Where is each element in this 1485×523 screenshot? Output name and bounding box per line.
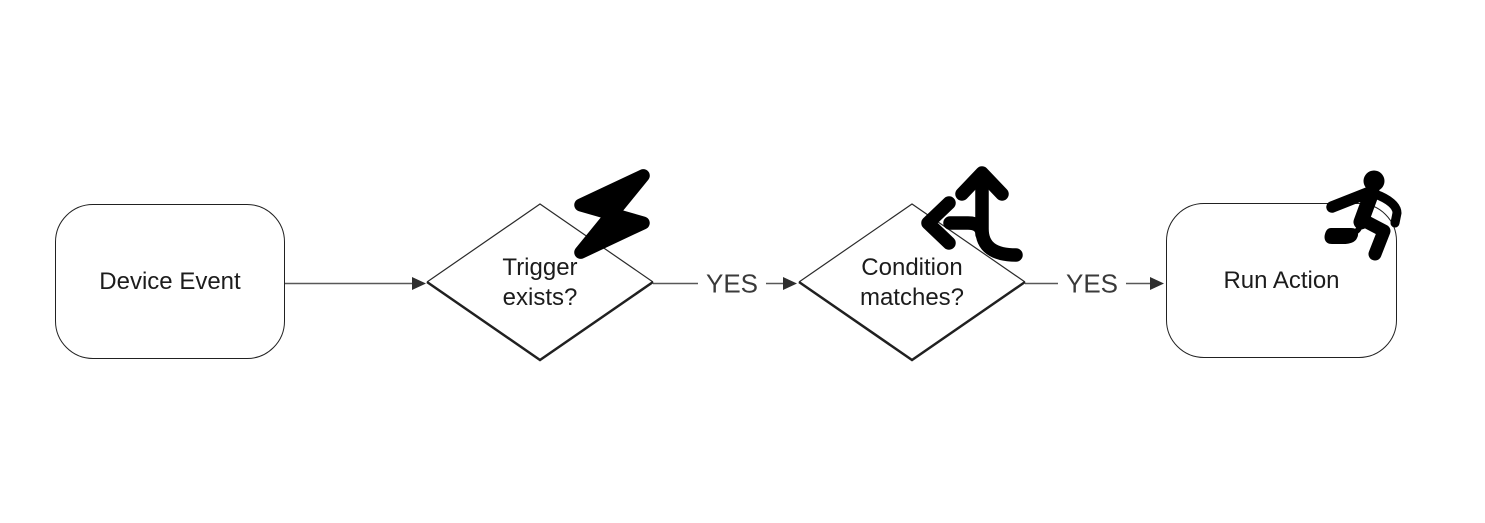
runner-back-leg	[1356, 213, 1391, 261]
connector-device-event-to-trigger	[285, 277, 426, 290]
diamond-top-edges	[798, 203, 1026, 283]
edge-label-yes: YES	[1057, 268, 1127, 300]
diamond-condition-matches	[798, 203, 1026, 362]
runner-shoe	[1324, 228, 1359, 244]
arrowhead-icon	[412, 277, 426, 290]
node-device-event: Device Event	[55, 204, 285, 359]
node-label: Device Event	[99, 267, 241, 295]
diamond-bottom-edges	[798, 280, 1026, 362]
left-arrowhead	[921, 196, 956, 250]
running-person-icon	[1324, 170, 1402, 261]
edge-label-yes: YES	[697, 268, 767, 300]
arrowhead-icon	[1150, 277, 1164, 290]
split-arrows-branch	[943, 216, 989, 241]
diamond-bottom-edges	[426, 280, 654, 362]
diamond-top-edges	[426, 203, 654, 283]
arrowhead-icon	[783, 277, 797, 290]
split-arrows-up-left-icon	[921, 166, 1023, 262]
node-label: Run Action	[1223, 266, 1340, 294]
runner-back-arm	[1370, 189, 1402, 228]
up-arrowhead	[955, 166, 1009, 201]
lightning-bolt-icon	[574, 169, 650, 259]
